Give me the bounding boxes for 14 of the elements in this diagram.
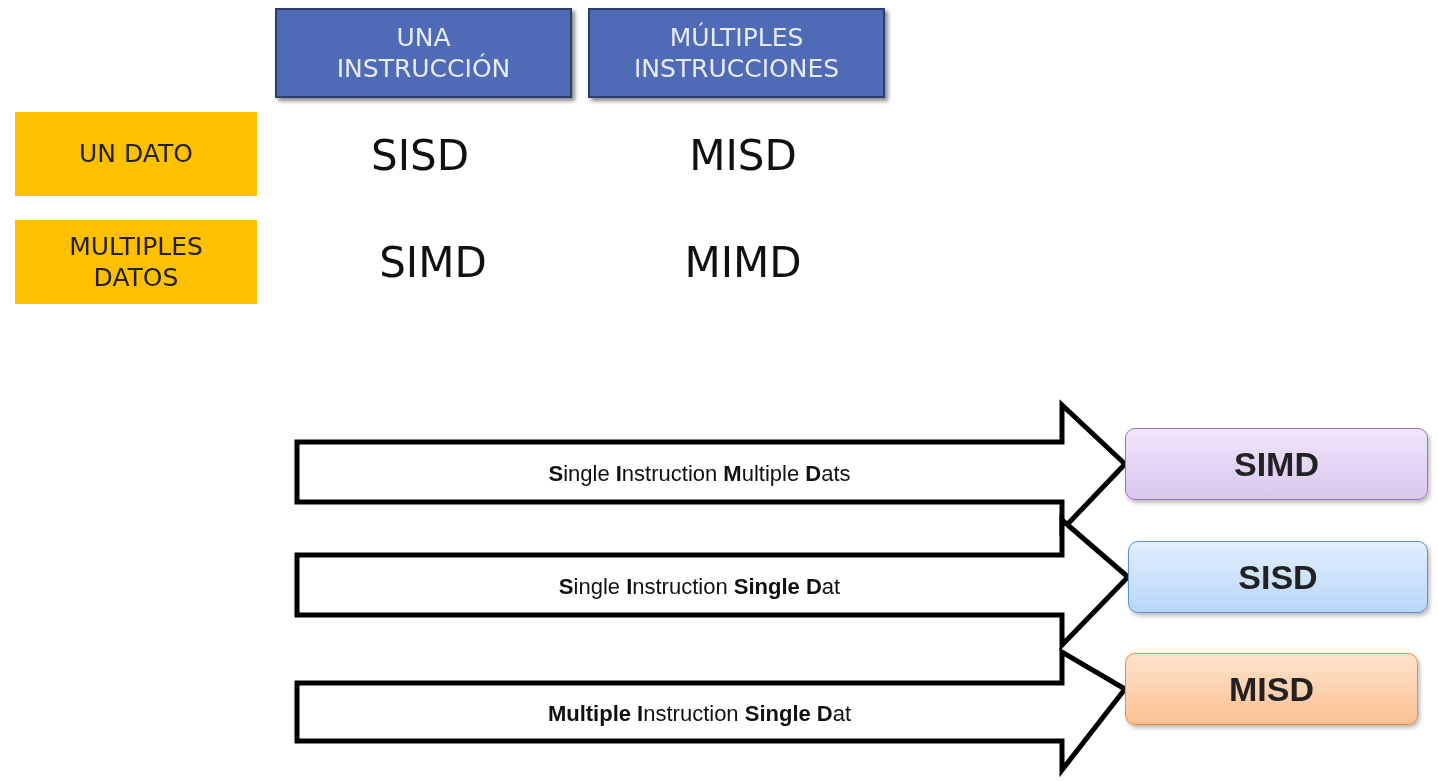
table-cell-text: SISD <box>370 130 470 180</box>
table-cell-text: MISD <box>689 130 797 180</box>
edge-label: Multiple Instruction Single Dat <box>547 701 852 727</box>
table-cell-text: MIMD <box>684 237 802 287</box>
edge-label: Single Instruction Multiple Dats <box>548 461 851 487</box>
class-box: MISD <box>1125 653 1418 725</box>
column-header: UNA INSTRUCCIÓN <box>275 8 572 98</box>
row-header: UN DATO <box>15 112 257 196</box>
class-box: SISD <box>1128 541 1428 613</box>
edge-label: Single Instruction Single Dat <box>558 574 841 600</box>
column-header: MÚLTIPLES INSTRUCCIONES <box>588 8 885 98</box>
class-box: SIMD <box>1125 428 1428 500</box>
row-header: MULTIPLES DATOS <box>15 220 257 304</box>
table-cell-text: SIMD <box>379 237 487 287</box>
